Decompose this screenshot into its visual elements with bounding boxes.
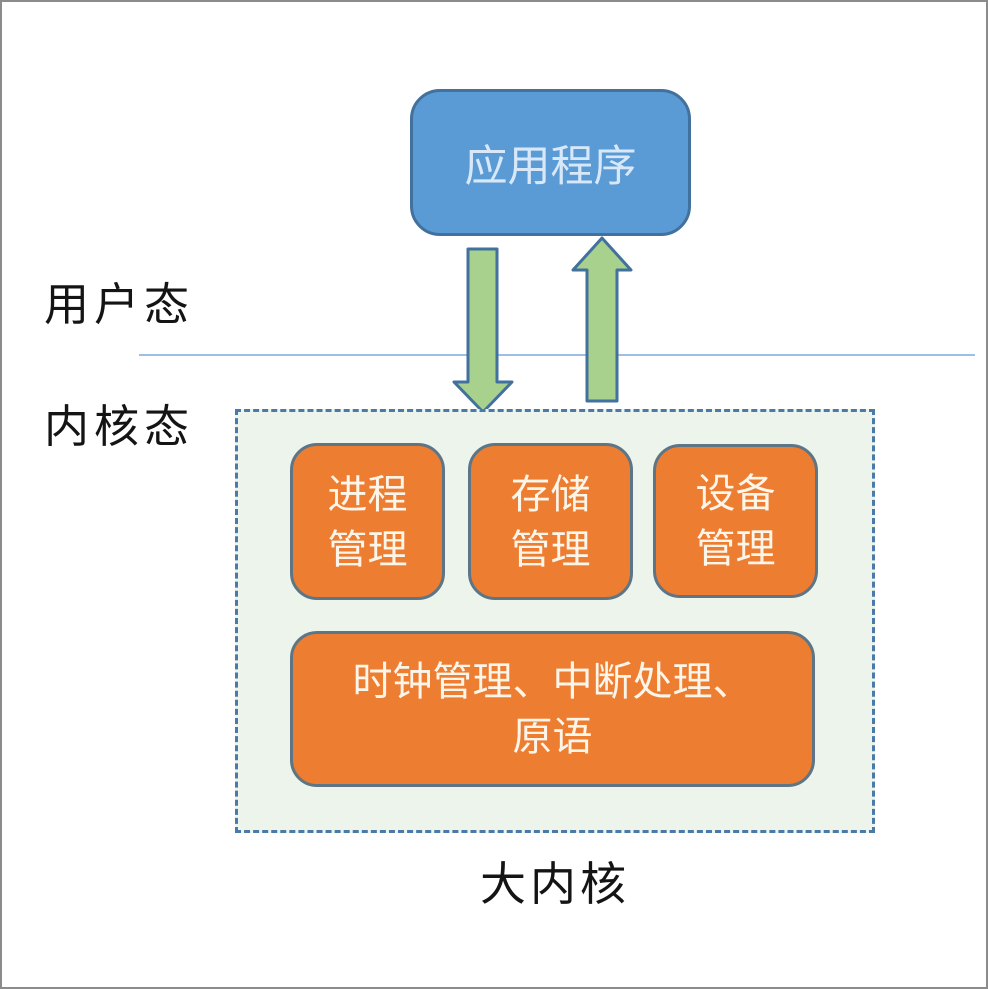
module-device-management: 设备 管理	[653, 444, 818, 598]
module-storage-management: 存储 管理	[468, 443, 633, 600]
module-label-line: 进程	[327, 471, 408, 517]
module-label-line: 设备	[695, 471, 776, 516]
mode-divider-line	[139, 354, 975, 356]
kernel-boundary-box: 进程 管理 存储 管理 设备 管理 时钟管理、中断处理、 原语	[235, 409, 875, 833]
module-label-line: 管理	[695, 526, 776, 571]
up-arrow-icon	[571, 236, 633, 403]
diagram-caption: 大内核	[480, 859, 630, 910]
application-box-label: 应用程序	[464, 143, 637, 191]
module-label-line: 管理	[327, 526, 408, 572]
module-label-line: 管理	[510, 526, 591, 572]
module-label-line: 时钟管理、中断处理、	[352, 659, 753, 704]
kernel-mode-label: 内核态	[44, 402, 195, 452]
application-box: 应用程序	[410, 89, 691, 236]
down-arrow-icon	[452, 247, 514, 414]
module-label-line: 原语	[512, 714, 593, 759]
user-mode-label: 用户态	[44, 280, 195, 330]
module-process-management: 进程 管理	[290, 443, 445, 600]
module-base-functions: 时钟管理、中断处理、 原语	[290, 631, 815, 787]
module-label-line: 存储	[510, 471, 591, 517]
